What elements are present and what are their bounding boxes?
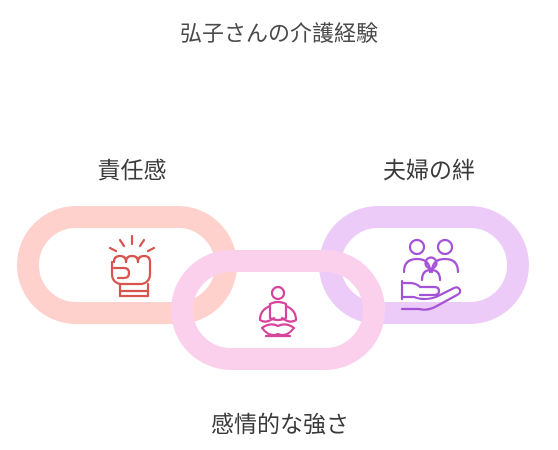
family-care-hand-icon	[400, 238, 462, 311]
label-marital-bond: 夫婦の絆	[383, 158, 475, 184]
raised-fist-icon	[108, 234, 156, 298]
meditation-icon	[258, 285, 298, 338]
chain-link-emotional-strength	[171, 250, 385, 370]
label-responsibility: 責任感	[97, 158, 167, 184]
label-emotional-strength: 感情的な強さ	[211, 412, 349, 438]
diagram-title: 弘子さんの介護経験	[179, 22, 378, 47]
